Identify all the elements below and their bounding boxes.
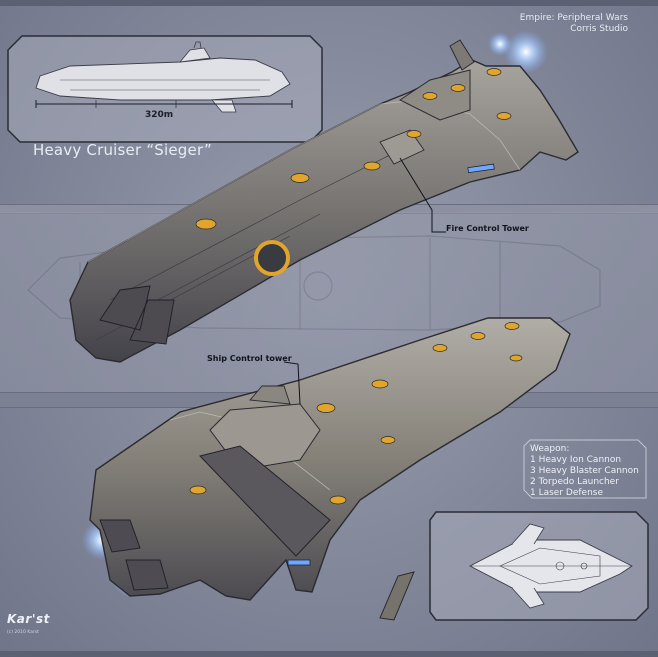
studio-name-line: Corris Studio (570, 24, 628, 34)
weapon-item: 1 Heavy Ion Cannon (530, 455, 622, 465)
weapon-item: 1 Laser Defense (530, 488, 604, 498)
weapon-item: 2 Torpedo Launcher (530, 477, 619, 487)
fire-control-tower-callout: Fire Control Tower (446, 224, 529, 233)
lower-ship-view (82, 317, 571, 621)
artist-fine-print: (c) 2010 Karst (7, 630, 39, 635)
weapon-item: 3 Heavy Blaster Cannon (530, 466, 639, 476)
artist-logo: Kar'st (7, 612, 50, 626)
scale-length-label: 320m (145, 110, 174, 120)
top-border-band (0, 0, 658, 6)
side-view-panel (7, 35, 323, 143)
weapons-list: Weapon: 1 Heavy Ion Cannon 3 Heavy Blast… (530, 444, 639, 499)
weapons-heading: Weapon: (530, 444, 570, 454)
ship-title: Heavy Cruiser “Sieger” (33, 141, 212, 159)
ship-control-tower-callout: Ship Control tower (207, 354, 292, 363)
bottom-border-band (0, 651, 658, 657)
upper-ship-view (69, 30, 579, 363)
top-view-panel (429, 511, 649, 621)
studio-empire-line: Empire: Peripheral Wars (519, 13, 628, 23)
weapons-panel-frame (523, 439, 647, 499)
